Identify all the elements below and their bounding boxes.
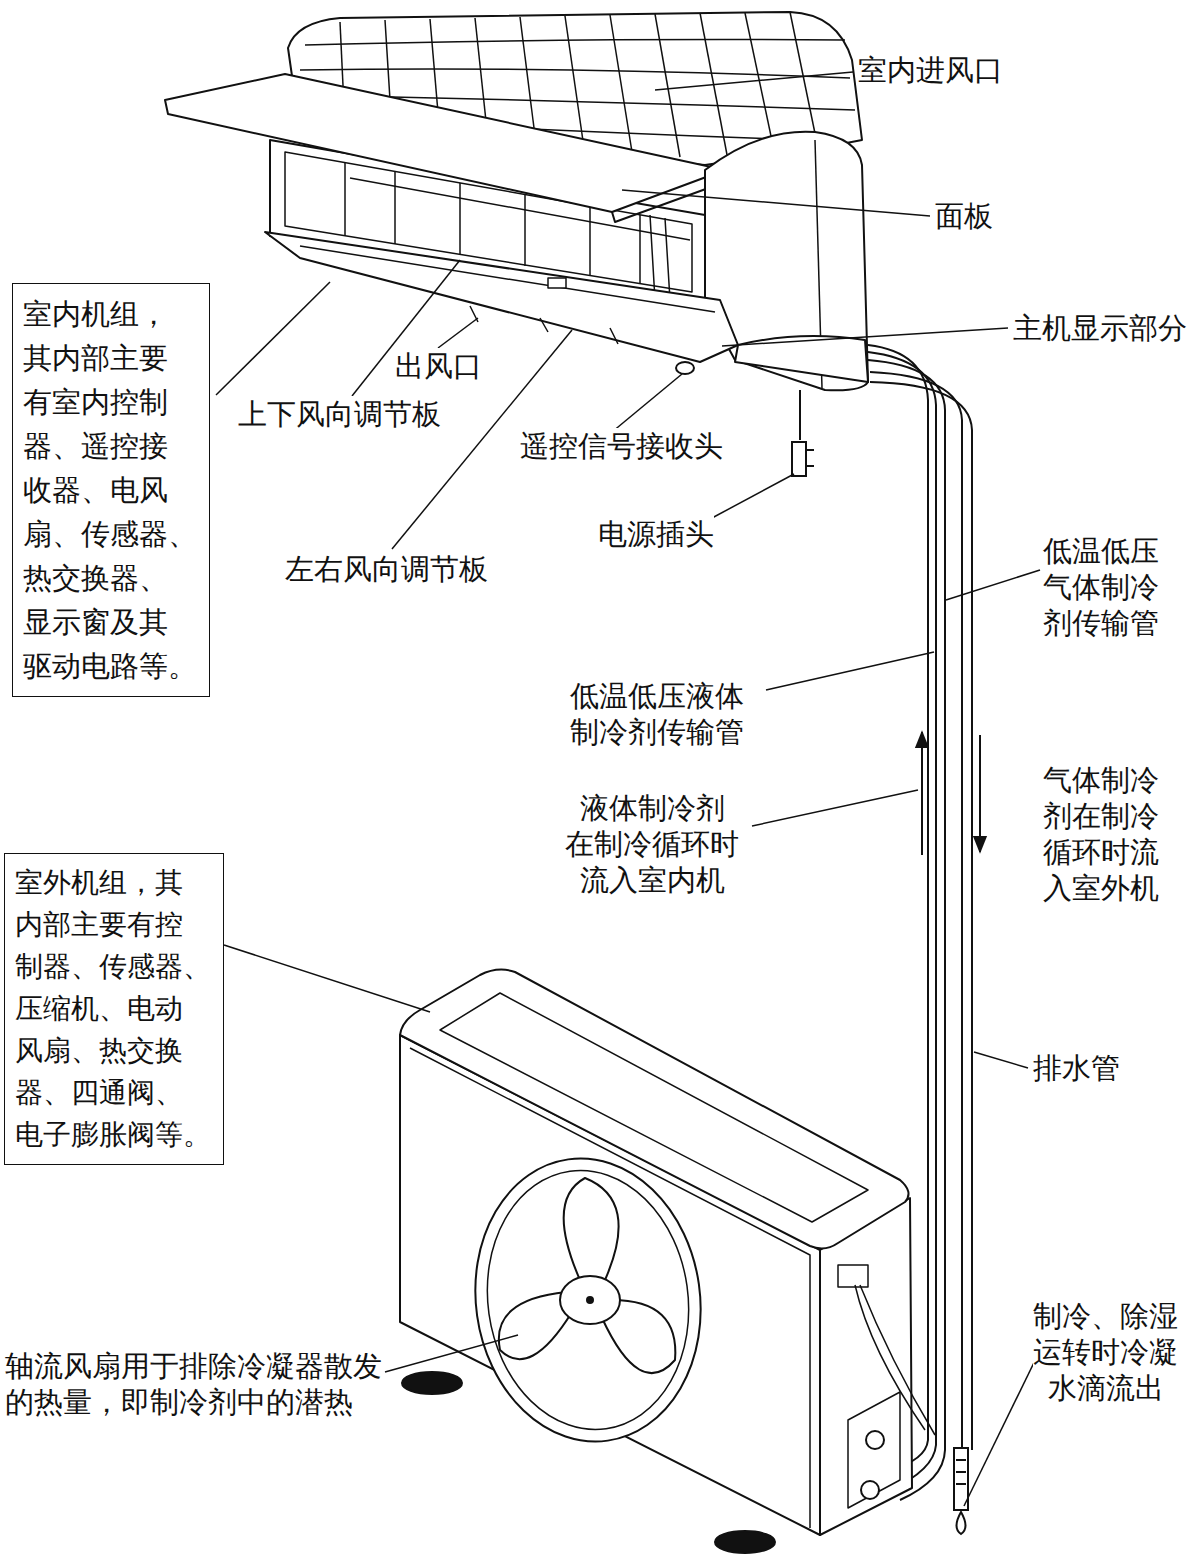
display-strip bbox=[735, 336, 868, 382]
service-panel bbox=[848, 1392, 900, 1508]
power-plug bbox=[792, 390, 814, 476]
part-label: 室内进风口 bbox=[858, 52, 1003, 88]
louver bbox=[300, 246, 715, 344]
valve bbox=[861, 1481, 879, 1499]
part-label: 面板 bbox=[935, 198, 993, 234]
valve bbox=[866, 1431, 884, 1449]
fan-guard bbox=[457, 1144, 718, 1456]
box-text: 室内机组， 其内部主要 有室内控制 器、遥控接 收器、电风 扇、传感器、 热交换… bbox=[23, 292, 197, 688]
part-label: 低温低压液体 制冷剂传输管 bbox=[570, 678, 744, 750]
side-face bbox=[820, 1198, 912, 1535]
front-rim bbox=[410, 1048, 810, 1528]
top-panel bbox=[440, 993, 868, 1222]
hub-dot bbox=[587, 1297, 593, 1303]
fan-hub bbox=[560, 1276, 620, 1324]
part-label: 轴流风扇用于排除冷凝器散发 的热量，即制冷剂中的潜热 bbox=[5, 1348, 382, 1420]
wiring bbox=[855, 1285, 935, 1435]
outdoor-unit bbox=[400, 970, 935, 1553]
box-text: 室外机组，其 内部主要有控 制器、传感器、 压缩机、电动 风扇、热交换 器、四通… bbox=[15, 862, 211, 1156]
part-label: 低温低压 气体制冷 剂传输管 bbox=[1043, 533, 1159, 641]
part-label: 液体制冷剂 在制冷循环时 流入室内机 bbox=[565, 790, 739, 898]
callout-box: 室内机组， 其内部主要 有室内控制 器、遥控接 收器、电风 扇、传感器、 热交换… bbox=[12, 283, 210, 697]
part-label: 左右风向调节板 bbox=[285, 551, 488, 587]
air-outlet bbox=[265, 232, 738, 362]
part-label: 主机显示部分 bbox=[1013, 310, 1187, 346]
callout-box: 室外机组，其 内部主要有控 制器、传感器、 压缩机、电动 风扇、热交换 器、四通… bbox=[4, 853, 224, 1165]
foot bbox=[715, 1531, 775, 1553]
cap-slot bbox=[650, 215, 670, 300]
part-label: 排水管 bbox=[1033, 1050, 1120, 1086]
part-label: 电源插头 bbox=[598, 516, 714, 552]
terminal-cover bbox=[838, 1265, 868, 1287]
flow-arrows bbox=[922, 732, 980, 855]
part-label: 遥控信号接收头 bbox=[520, 428, 723, 464]
part-label: 出风口 bbox=[395, 348, 482, 384]
part-label: 上下风向调节板 bbox=[238, 396, 441, 432]
part-label: 制冷、除湿 运转时冷凝 水滴流出 bbox=[1033, 1298, 1178, 1406]
leader-lines bbox=[216, 72, 1045, 1506]
part-label: 气体制冷 剂在制冷 循环时流 入室外机 bbox=[1043, 762, 1159, 906]
fan-blade bbox=[564, 1178, 619, 1280]
receiver-eye bbox=[676, 362, 694, 374]
display-window bbox=[548, 278, 566, 288]
foot bbox=[402, 1372, 462, 1394]
fan-ring bbox=[471, 1157, 705, 1442]
end-cap bbox=[705, 132, 868, 391]
